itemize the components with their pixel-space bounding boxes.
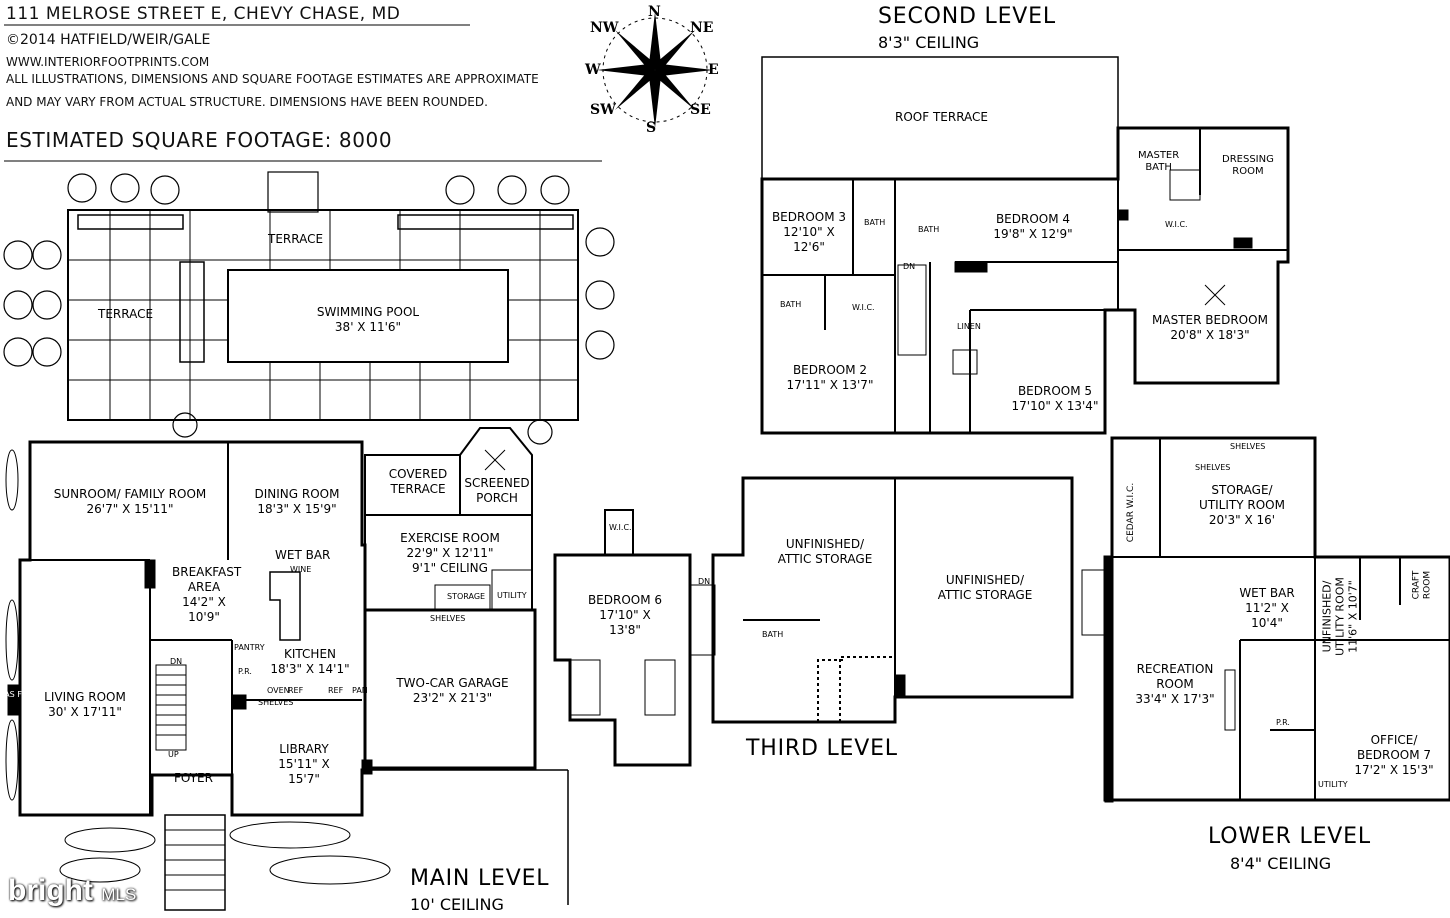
label-shelves-lower-2: SHELVES [1195,463,1231,472]
label-bath-b4: BATH [918,225,940,234]
room-storage-utility: STORAGE/ UTILITY ROOM 20'3" X 16' [1199,483,1285,527]
room-library: LIBRARY 15'11" X 15'7" [278,742,330,786]
bright-mls-logo: bright MLS [8,874,136,908]
label-pan: PAN [352,686,368,695]
compass-sw: SW [590,102,616,118]
compass-rose-icon [597,12,713,128]
square-footage: ESTIMATED SQUARE FOOTAGE: 8000 [6,128,393,152]
room-recreation: RECREATION ROOM 33'4" X 17'3" [1135,662,1215,706]
label-gas-ff-living: GAS FF [0,690,27,699]
label-pr-lower: P.R. [1276,718,1290,727]
room-unfinished-utility: UNFINISHED/ UTILITY ROOM 11'6" X 10'7" [1320,577,1360,656]
room-bedroom-4: BEDROOM 4 19'8" X 12'9" [993,212,1073,241]
room-bedroom-6: BEDROOM 6 17'10" X 13'8" [587,593,663,637]
room-garage: TWO-CAR GARAGE 23'2" X 21'3" [396,676,509,705]
label-wic-b2: W.I.C. [852,303,875,312]
address: 111 MELROSE STREET E, CHEVY CHASE, MD [6,4,401,24]
lower-level-ceiling: 8'4" CEILING [1230,854,1332,873]
room-wet-bar-lower: WET BAR 11'2" X 10'4" [1239,586,1295,630]
room-swimming-pool: SWIMMING POOL 38' X 11'6" [316,305,420,334]
compass-s: S [646,120,657,136]
label-ref-2: REF [328,686,344,695]
label-linen: LINEN [957,322,981,331]
second-level-title: SECOND LEVEL [878,4,1056,29]
copyright: ©2014 HATFIELD/WEIR/GALE [6,32,211,48]
room-wet-bar-main: WET BAR [275,548,331,562]
label-ref-1: REF [288,686,304,695]
compass-ne: NE [690,20,714,36]
room-covered-terrace: COVERED TERRACE [388,467,448,496]
label-oven: OVEN [267,686,290,695]
room-sunroom: SUNROOM/ FAMILY ROOM 26'7" X 15'11" [53,487,207,516]
label-shelves-garage: SHELVES [430,614,466,623]
main-level-ceiling: 10' CEILING [410,895,504,914]
lower-level-title: LOWER LEVEL [1208,824,1371,849]
room-exercise: EXERCISE ROOM 22'9" X 12'11" 9'1" CEILIN… [400,531,500,575]
label-shelves-kitchen: SHELVES [258,698,294,707]
website: WWW.INTERIORFOOTPRINTS.COM [6,55,210,69]
room-terrace-left: TERRACE [98,307,154,321]
label-bath-third: BATH [762,630,784,639]
main-level-plan [3,171,615,911]
label-pr-main: P.R. [238,667,252,676]
room-attic-storage-1: UNFINISHED/ ATTIC STORAGE [777,537,873,566]
compass-n: N [648,4,661,20]
label-up-stairs-main: UP [168,750,179,759]
label-bath-b3: BATH [864,218,886,227]
main-level-title: MAIN LEVEL [410,866,550,891]
room-attic-storage-2: UNFINISHED/ ATTIC STORAGE [937,573,1033,602]
room-kitchen: KITCHEN 18'3" X 14'1" [270,647,350,676]
label-dn-third: DN [698,577,711,586]
label-pantry: PANTRY [234,643,265,652]
brand-name: bright [8,874,93,907]
second-level-plan [760,56,1290,435]
label-wic-master: W.I.C. [1165,220,1188,229]
room-foyer: FOYER [174,771,213,785]
room-master-bath: MASTER BATH [1138,150,1180,173]
label-dn-second: DN [903,262,916,271]
room-dressing: DRESSING ROOM [1222,154,1274,177]
lower-level-plan [1081,436,1450,803]
label-utility-exercise: UTILITY [497,591,527,600]
disclaimer-line-1: ALL ILLUSTRATIONS, DIMENSIONS AND SQUARE… [6,72,539,86]
compass-se: SE [690,102,711,118]
room-master-bedroom: MASTER BEDROOM 20'8" X 18'3" [1152,313,1268,342]
room-living: LIVING ROOM 30' X 17'11" [44,690,126,719]
third-level-title: THIRD LEVEL [746,736,898,761]
brand-suffix: MLS [101,885,137,904]
label-wic-b6: W.I.C. [609,523,632,532]
third-level-plan [553,476,1074,767]
room-cedar-wic: CEDAR W.I.C. [1126,482,1137,543]
label-wine: WINE [290,565,312,574]
label-utility-lower: UTILITY [1318,780,1348,789]
room-office: OFFICE/ BEDROOM 7 17'2" X 15'3" [1354,733,1434,777]
disclaimer-line-2: AND MAY VARY FROM ACTUAL STRUCTURE. DIME… [6,95,488,109]
label-storage-exercise: STORAGE [447,592,486,601]
room-bedroom-3: BEDROOM 3 12'10" X 12'6" [771,210,847,254]
room-roof-terrace: ROOF TERRACE [895,110,989,124]
room-bedroom-2: BEDROOM 2 17'11" X 13'7" [786,363,874,392]
room-breakfast: BREAKFAST AREA 14'2" X 10'9" [172,565,242,624]
room-terrace-top: TERRACE [268,232,324,246]
room-screened-porch: SCREENED PORCH [464,476,530,505]
room-craft: CRAFT ROOM [1411,570,1433,600]
compass-w: W [585,62,601,78]
compass-e: E [708,62,719,78]
label-dn-stairs-main: DN [170,657,183,666]
room-dining: DINING ROOM 18'3" X 15'9" [254,487,340,516]
label-shelves-lower-1: SHELVES [1230,442,1266,451]
second-level-ceiling: 8'3" CEILING [878,33,980,52]
label-bath-b2: BATH [780,300,802,309]
compass-nw: NW [590,20,619,36]
room-bedroom-5: BEDROOM 5 17'10" X 13'4" [1011,384,1099,413]
